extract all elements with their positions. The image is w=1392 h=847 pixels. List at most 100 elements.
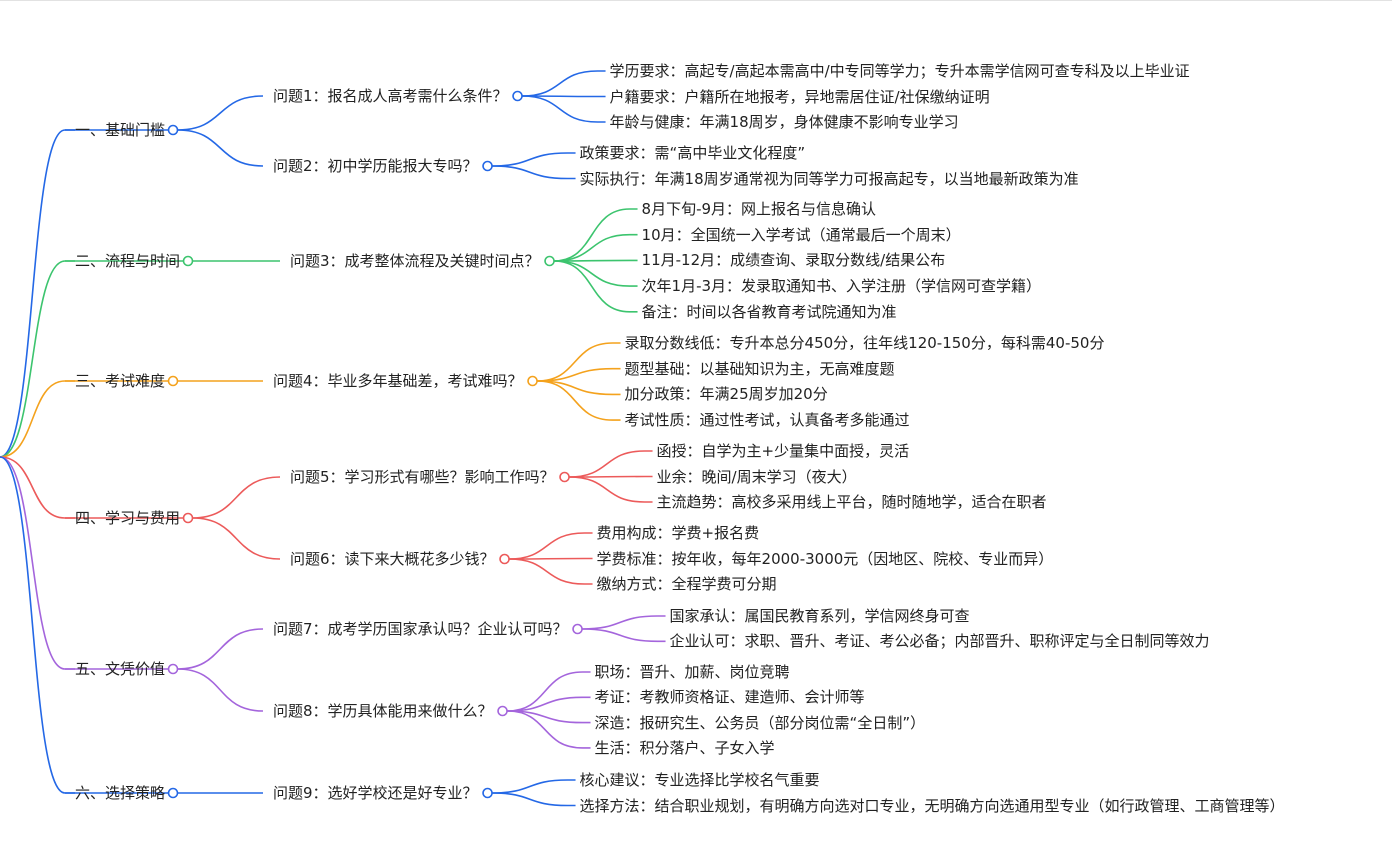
answer-label-5-2-2: 考证：考教师资格证、建造师、会计师等 <box>594 688 865 707</box>
answer-label-6-1-2: 选择方法：结合职业规划，有明确方向选对口专业，无明确方向选通用型专业（如行政管理… <box>579 796 1285 815</box>
branch-label-5[interactable]: 五、文凭价值 <box>75 660 166 678</box>
question-label-1-1[interactable]: 问题1：报名成人高考需什么条件？ <box>273 87 508 105</box>
question-label-4-2[interactable]: 问题6：读下来大概花多少钱？ <box>290 550 495 568</box>
question-4-2-to-answer-3-connector <box>509 558 593 585</box>
branch-1-to-question-2-connector <box>177 129 264 167</box>
answer-label-1-1-3: 年龄与健康：年满18周岁，身体健康不影响专业学习 <box>609 113 959 131</box>
answer-label-5-2-3: 深造：报研究生、公务员（部分岗位需“全日制”） <box>594 713 926 732</box>
branch-label-1[interactable]: 一、基础门槛 <box>75 121 166 139</box>
branch-4-to-question-2-connector <box>192 517 281 560</box>
question-5-2-to-answer-4-connector <box>507 710 591 749</box>
answer-label-6-1-1: 核心建议：专业选择比学校名气重要 <box>579 771 820 789</box>
question-2-1-to-answer-4-connector <box>554 260 638 287</box>
question-label-1-2[interactable]: 问题2：初中学历能报大专吗？ <box>273 157 478 175</box>
root-to-branch-4-connector <box>0 456 184 519</box>
question-6-1-collapse-toggle[interactable] <box>482 787 493 799</box>
root-to-branch-1-connector <box>0 129 169 458</box>
question-label-2-1[interactable]: 问题3：成考整体流程及关键时间点？ <box>290 252 540 270</box>
question-5-2-to-answer-3-connector <box>507 710 591 724</box>
branch-1-to-question-1-connector <box>177 95 264 131</box>
question-5-2-to-answer-1-connector <box>507 671 591 712</box>
question-1-2-to-answer-1-connector <box>492 152 576 167</box>
root-to-branch-3-connector <box>0 380 169 458</box>
answer-label-2-1-1: 8月下旬-9月：网上报名与信息确认 <box>641 200 877 218</box>
answer-label-3-1-2: 题型基础：以基础知识为主，无高难度题 <box>624 359 895 378</box>
branch-5-collapse-toggle[interactable] <box>167 663 179 675</box>
branch-2-collapse-toggle[interactable] <box>182 255 194 267</box>
answer-label-4-2-2: 学费标准：按年收，每年2000-3000元（因地区、院校、专业而异） <box>596 549 1054 568</box>
branch-label-4[interactable]: 四、学习与费用 <box>75 509 181 527</box>
question-4-2-collapse-toggle[interactable] <box>499 553 510 565</box>
question-label-5-2[interactable]: 问题8：学历具体能用来做什么？ <box>273 702 493 720</box>
branch-5-to-question-2-connector <box>177 668 264 712</box>
answer-label-4-2-3: 缴纳方式：全程学费可分期 <box>596 575 777 593</box>
question-label-4-1[interactable]: 问题5：学习形式有哪些？影响工作吗？ <box>290 468 555 486</box>
branch-6-collapse-toggle[interactable] <box>167 787 179 799</box>
question-5-1-to-answer-2-connector <box>582 628 666 643</box>
question-5-2-collapse-toggle[interactable] <box>497 705 508 717</box>
answer-label-1-1-2: 户籍要求：户籍所在地报考，异地需居住证/社保缴纳证明 <box>609 87 990 106</box>
root-to-branch-6-connector <box>0 456 169 794</box>
question-3-1-collapse-toggle[interactable] <box>527 375 538 387</box>
branch-label-6[interactable]: 六、选择策略 <box>75 784 166 802</box>
question-6-1-to-answer-2-connector <box>492 792 576 807</box>
branch-label-3[interactable]: 三、考试难度 <box>75 372 166 390</box>
question-4-2-to-answer-1-connector <box>509 532 593 560</box>
answer-label-4-1-2: 业余：晚间/周末学习（夜大） <box>656 467 857 486</box>
answer-label-4-1-3: 主流趋势：高校多采用线上平台，随时随地学，适合在职者 <box>656 493 1047 511</box>
branch-3-collapse-toggle[interactable] <box>167 375 179 387</box>
question-2-1-to-answer-3-connector <box>554 259 638 262</box>
answer-label-5-1-2: 企业认可：求职、晋升、考证、考公必备；内部晋升、职称评定与全日制同等效力 <box>669 632 1210 651</box>
branch-1-collapse-toggle[interactable] <box>167 124 179 136</box>
branch-4-collapse-toggle[interactable] <box>182 512 194 524</box>
question-5-1-to-answer-1-connector <box>582 615 666 630</box>
answer-label-1-2-2: 实际执行：年满18周岁通常视为同等学力可报高起专，以当地最新政策为准 <box>579 169 1079 188</box>
question-2-1-collapse-toggle[interactable] <box>544 255 555 267</box>
question-1-1-to-answer-2-connector <box>522 95 606 98</box>
question-3-1-to-answer-4-connector <box>537 380 621 421</box>
question-1-1-to-answer-3-connector <box>522 95 606 123</box>
answer-label-3-1-3: 加分政策：年满25周岁加20分 <box>624 385 828 404</box>
answer-label-1-2-1: 政策要求：需“高中毕业文化程度” <box>579 144 806 162</box>
answer-label-2-1-3: 11月-12月：成绩查询、录取分数线/结果公布 <box>641 251 946 270</box>
root-to-branch-2-connector <box>0 260 184 458</box>
answer-label-1-1-1: 学历要求：高起专/高起本需高中/中专同等学力；专升本需学信网可查专科及以上毕业证 <box>609 62 1190 80</box>
question-1-2-to-answer-2-connector <box>492 165 576 180</box>
question-2-1-to-answer-2-connector <box>554 233 638 262</box>
answer-label-4-2-1: 费用构成：学费+报名费 <box>596 524 760 542</box>
branch-label-2[interactable]: 二、流程与时间 <box>75 252 181 270</box>
answer-label-4-1-1: 函授：自学为主+少量集中面授，灵活 <box>656 442 910 460</box>
answer-label-5-2-4: 生活：积分落户、子女入学 <box>594 738 775 757</box>
answer-label-3-1-1: 录取分数线低：专升本总分450分，往年线120-150分，每科需40-50分 <box>624 334 1105 352</box>
question-2-1-to-answer-1-connector <box>554 208 638 262</box>
branch-5-to-question-1-connector <box>177 628 264 670</box>
question-label-3-1[interactable]: 问题4：毕业多年基础差，考试难吗？ <box>273 372 523 390</box>
question-2-1-to-answer-5-connector <box>554 260 638 313</box>
question-5-2-to-answer-2-connector <box>507 696 591 712</box>
answer-label-5-2-1: 职场：晋升、加薪、岗位竞聘 <box>594 663 790 681</box>
branch-4-to-question-1-connector <box>192 476 281 519</box>
answer-label-5-1-1: 国家承认：属国民教育系列，学信网终身可查 <box>669 607 970 625</box>
question-1-1-collapse-toggle[interactable] <box>512 90 523 102</box>
question-4-1-collapse-toggle[interactable] <box>559 471 570 483</box>
question-label-5-1[interactable]: 问题7：成考学历国家承认吗？企业认可吗？ <box>273 620 568 638</box>
question-1-2-collapse-toggle[interactable] <box>482 160 493 172</box>
question-3-1-to-answer-2-connector <box>537 367 621 382</box>
top-border-line <box>0 0 1392 1</box>
question-4-1-to-answer-1-connector <box>569 450 653 478</box>
question-label-6-1[interactable]: 问题9：选好学校还是好专业？ <box>273 784 478 802</box>
question-4-1-to-answer-2-connector <box>569 475 653 478</box>
answer-label-2-1-2: 10月：全国统一入学考试（通常最后一个周末） <box>641 225 961 244</box>
question-4-2-to-answer-2-connector <box>509 557 593 560</box>
answer-label-3-1-4: 考试性质：通过性考试，认真备考多能通过 <box>624 411 910 430</box>
answer-label-2-1-5: 备注：时间以各省教育考试院通知为准 <box>641 302 897 321</box>
question-4-1-to-answer-3-connector <box>569 476 653 503</box>
answer-label-2-1-4: 次年1月-3月：发录取通知书、入学注册（学信网可查学籍） <box>641 277 1042 296</box>
root-to-branch-5-connector <box>0 456 169 670</box>
question-5-1-collapse-toggle[interactable] <box>572 623 583 635</box>
question-6-1-to-answer-1-connector <box>492 779 576 794</box>
question-3-1-to-answer-1-connector <box>537 342 621 382</box>
question-1-1-to-answer-1-connector <box>522 70 606 97</box>
